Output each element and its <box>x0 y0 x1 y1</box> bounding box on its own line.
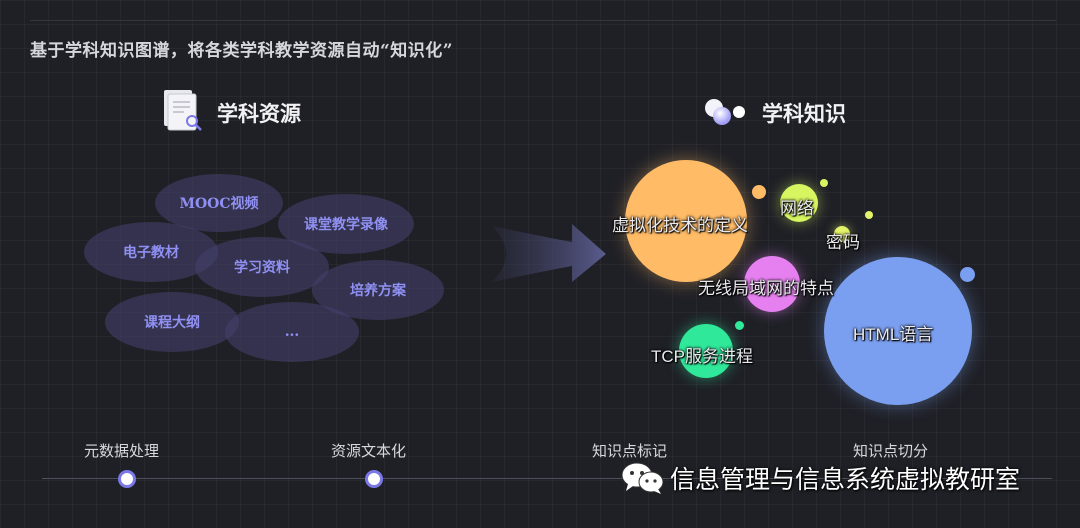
step-dot-textualize[interactable] <box>365 470 383 488</box>
bubble-dot <box>865 211 873 219</box>
resource-mooc-video: MOOC视频 <box>155 174 283 232</box>
bubbles-icon <box>705 99 745 125</box>
knowledge-label-password: 密码 <box>826 233 860 252</box>
transform-arrow-icon <box>492 224 606 282</box>
resource-syllabus: 课程大纲 <box>105 292 239 352</box>
watermark-text: 信息管理与信息系统虚拟教研室 <box>670 465 1021 494</box>
step-dot-metadata[interactable] <box>118 470 136 488</box>
wechat-icon <box>621 462 664 494</box>
step-label-textualize: 资源文本化 <box>331 442 407 460</box>
knowledge-label-wlan: 无线局域网的特点 <box>698 279 834 298</box>
step-label-metadata: 元数据处理 <box>84 442 160 460</box>
resource-more: ... <box>225 302 359 362</box>
bubble-dot <box>735 321 744 330</box>
bubble-dot <box>752 185 766 199</box>
bubble-password <box>834 226 850 242</box>
step-label-split: 知识点切分 <box>853 442 929 460</box>
knowledge-label-network: 网络 <box>780 199 814 218</box>
bubble-wlan <box>744 256 800 312</box>
document-search-icon <box>164 90 202 131</box>
knowledge-label-tcp: TCP服务进程 <box>651 347 753 366</box>
bubble-dot <box>960 267 975 282</box>
bubble-dot <box>820 179 828 187</box>
bubble-virtualization <box>625 160 747 282</box>
resources-title: 学科资源 <box>217 101 301 126</box>
bubble-tcp <box>679 324 733 378</box>
bubble-network <box>780 184 818 222</box>
watermark: 信息管理与信息系统虚拟教研室 <box>620 460 1020 496</box>
knowledge-label-virtualization: 虚拟化技术的定义 <box>612 216 748 235</box>
bubble-html <box>824 257 972 405</box>
resource-study-materials: 学习资料 <box>195 237 329 297</box>
step-label-tag: 知识点标记 <box>592 442 668 460</box>
headline: 基于学科知识图谱，将各类学科教学资源自动“知识化” <box>30 41 454 61</box>
knowledge-title: 学科知识 <box>762 101 846 126</box>
top-divider <box>30 20 1056 21</box>
timeline-line <box>42 478 1052 479</box>
knowledge-label-html: HTML语言 <box>853 325 934 344</box>
